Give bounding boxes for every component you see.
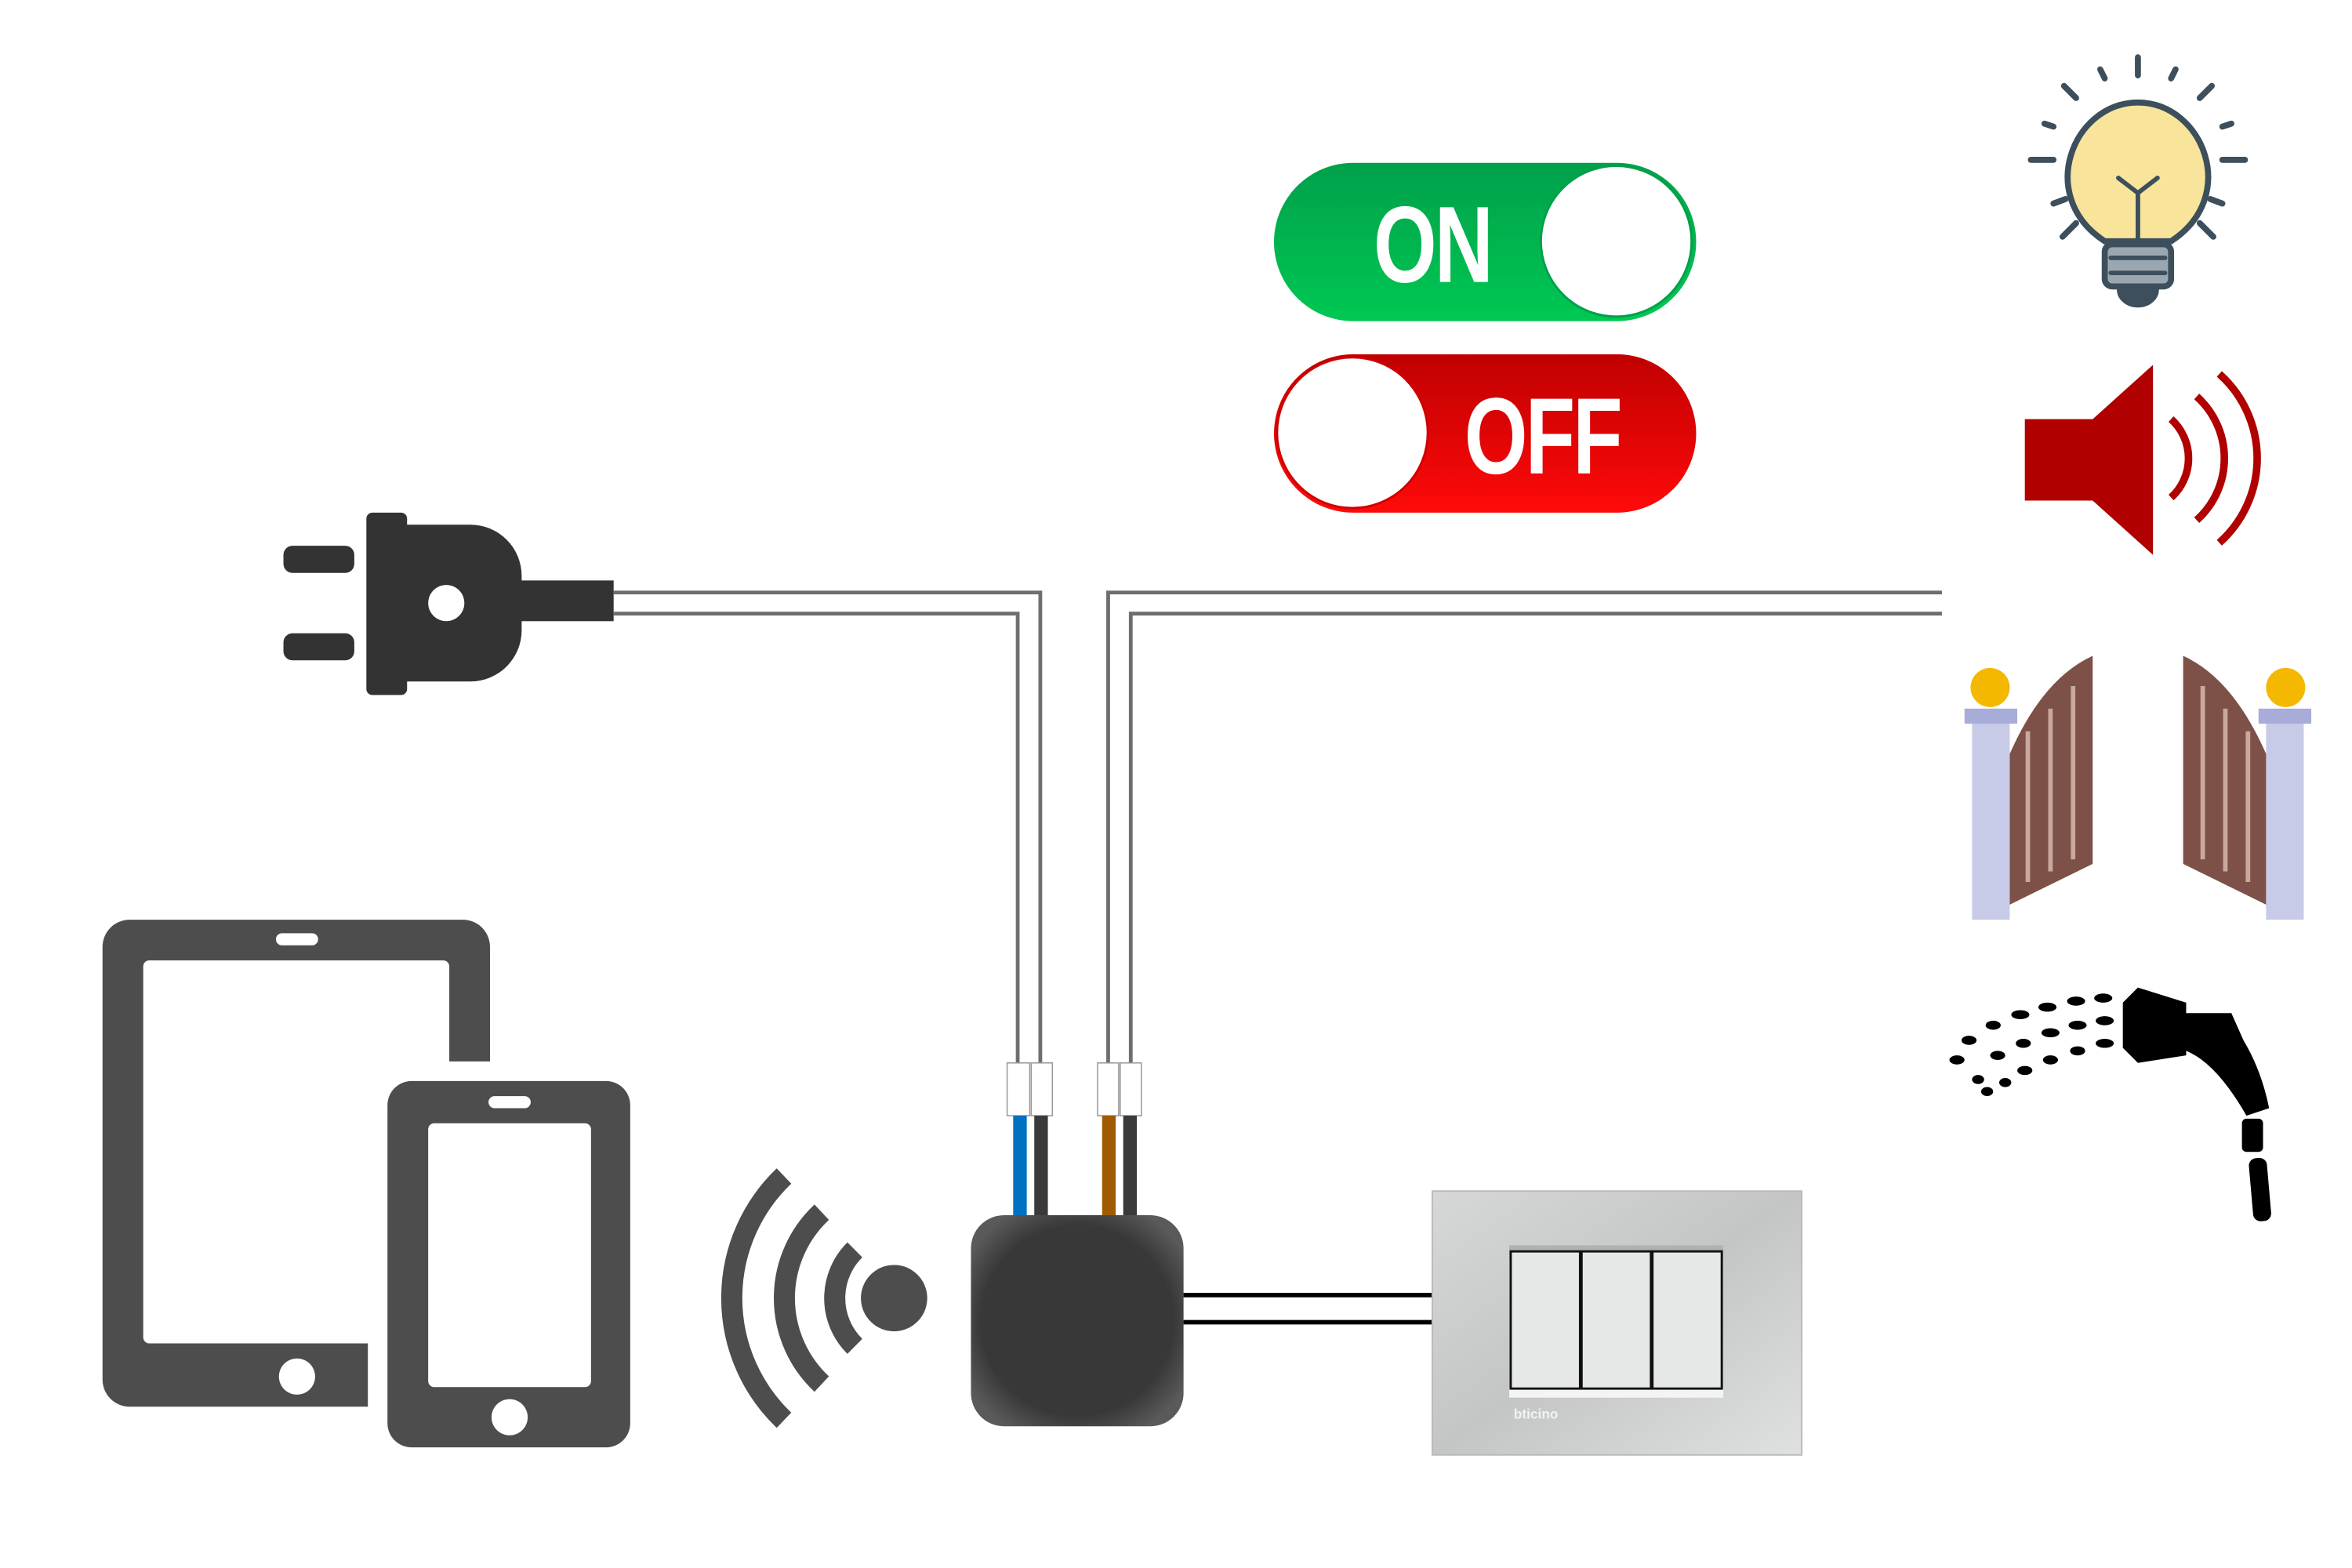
off-toggle[interactable]: OFF [1274,354,1697,513]
wire-blue [1013,1116,1027,1218]
gate-icon [1964,655,2312,920]
wire-black [1123,1116,1137,1218]
on-label: ON [1374,183,1491,305]
switch-key[interactable] [1651,1250,1723,1390]
garden-hose-icon [1949,987,2271,1221]
wifi-icon [720,1168,927,1428]
switch-key[interactable] [1580,1250,1653,1390]
smartphone-icon [368,1061,650,1469]
speaker-icon [2024,365,2261,555]
off-label: OFF [1465,375,1621,496]
plug-icon [283,512,614,695]
wire-black [1034,1116,1048,1218]
light-bulb-icon [2027,54,2249,308]
mains-cable [613,590,1942,1063]
on-toggle[interactable]: ON [1274,162,1697,321]
relay-module [971,1215,1184,1427]
brand-logo: bticino [1514,1406,1559,1422]
wire-terminals [1006,1062,1142,1116]
wire-brown [1102,1116,1116,1218]
switch-key[interactable] [1509,1250,1581,1390]
wall-switch: bticino [1431,1190,1803,1456]
